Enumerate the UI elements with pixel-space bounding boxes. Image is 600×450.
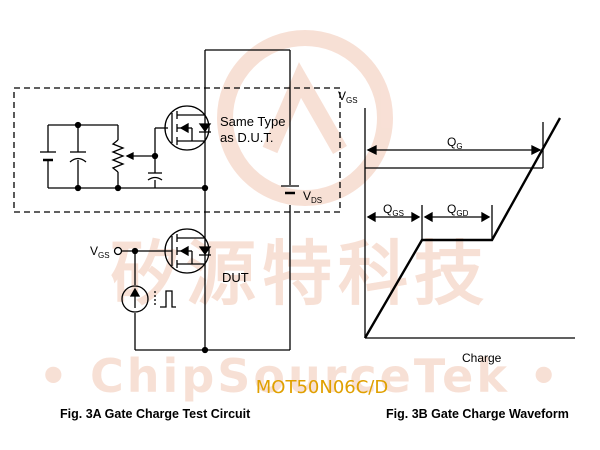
vds-battery-icon xyxy=(281,185,299,195)
watermark-english-text: • ChipSourceTek • xyxy=(39,349,562,403)
qgs-label: QGS xyxy=(383,202,404,218)
battery-icon xyxy=(40,151,56,162)
x-axis-label: Charge xyxy=(462,351,502,365)
same-type-label-line2: as D.U.T. xyxy=(220,130,273,145)
y-axis-label: VGS xyxy=(338,89,358,105)
test-circuit xyxy=(13,49,341,354)
current-source-icon xyxy=(121,285,149,313)
qgd-label: QGD xyxy=(447,202,469,218)
pulse-icon xyxy=(154,290,176,308)
qg-label: QG xyxy=(447,135,463,151)
vgs-terminal-icon xyxy=(113,246,123,256)
gate-charge-waveform xyxy=(363,108,575,339)
watermark-logo-icon xyxy=(217,30,393,206)
waveform-caption: Fig. 3B Gate Charge Waveform xyxy=(386,407,569,421)
same-type-dashed-box xyxy=(13,87,341,213)
small-capacitor-icon xyxy=(147,172,163,188)
vds-label: VDS xyxy=(303,189,322,205)
vgs-curve xyxy=(363,117,562,339)
potentiometer-icon xyxy=(111,139,155,173)
same-type-label-line1: Same Type xyxy=(220,114,286,129)
capacitor-icon xyxy=(69,151,87,163)
upper-mosfet-icon xyxy=(164,105,212,151)
watermark-chinese-text: 矽源特科技 xyxy=(110,233,490,315)
circuit-caption: Fig. 3A Gate Charge Test Circuit xyxy=(60,407,251,421)
dut-label: DUT xyxy=(222,270,249,285)
vgs-terminal-label: VGS xyxy=(90,244,110,260)
part-number: MOT50N06C/D xyxy=(256,377,388,398)
